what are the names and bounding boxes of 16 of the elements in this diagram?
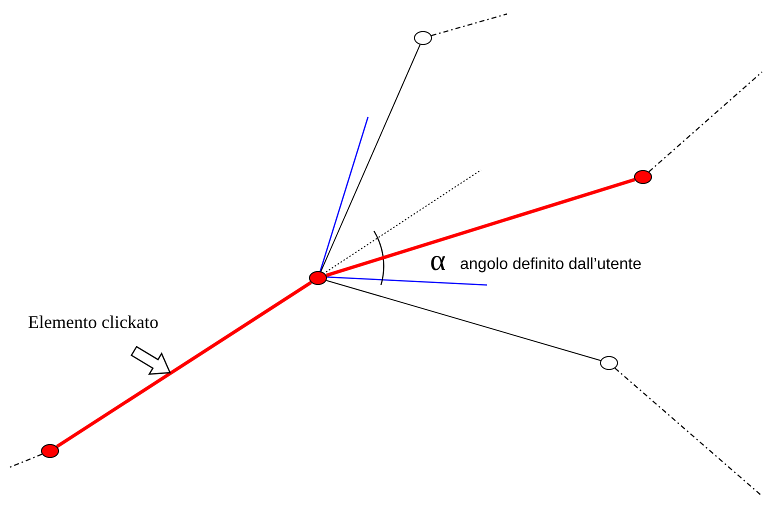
connector-line <box>56 281 312 448</box>
junction-node <box>600 356 618 370</box>
annotation-text: angolo definito dall’utente <box>460 257 642 273</box>
junction-node <box>309 271 327 285</box>
connector-line <box>320 44 421 272</box>
connector-line <box>326 178 636 278</box>
angle-symbol: α <box>430 246 446 276</box>
junction-node <box>41 444 59 458</box>
connector-line <box>8 454 42 469</box>
annotation-text: Elemento clickato <box>28 313 158 331</box>
connector-line <box>431 13 508 36</box>
connector-line <box>326 280 602 362</box>
connector-line <box>648 72 762 172</box>
connector-line <box>614 368 762 496</box>
junction-node <box>634 170 652 184</box>
junction-node <box>414 31 432 45</box>
